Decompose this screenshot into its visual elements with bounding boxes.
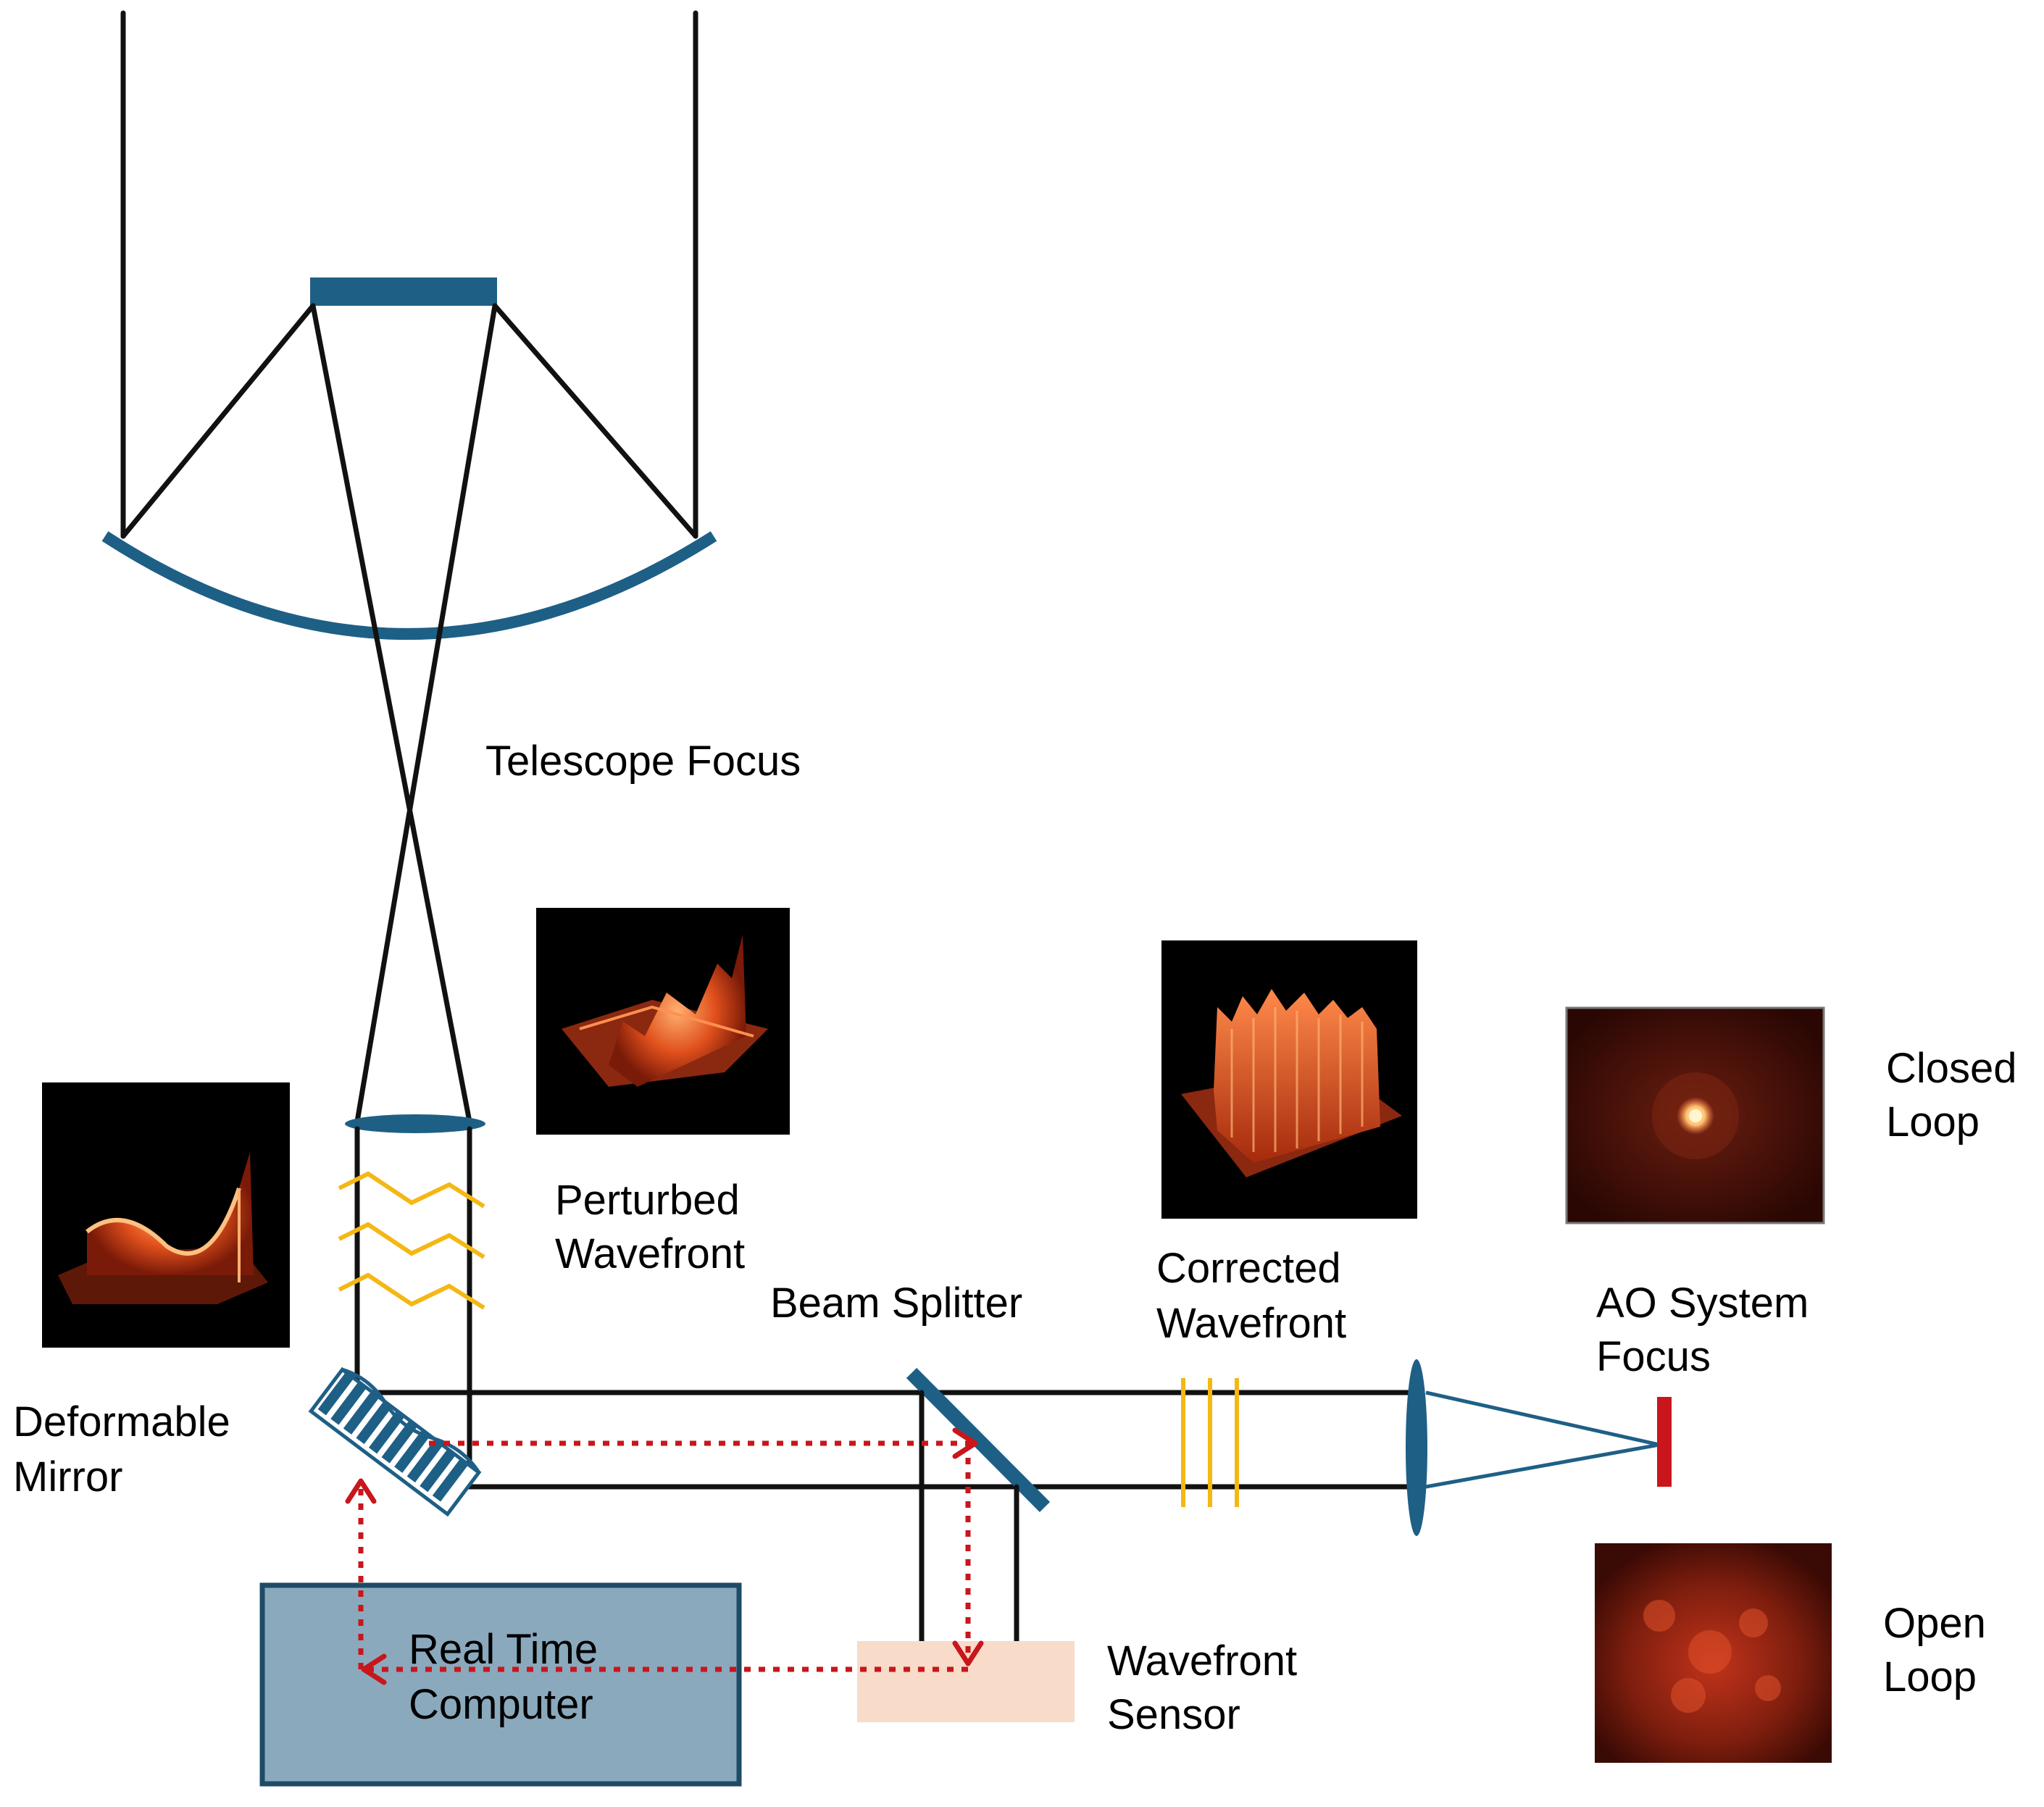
perturbed-wavefront-image xyxy=(536,908,790,1135)
dm-surface-image xyxy=(42,1082,290,1348)
closed-loop-label-line1: Closed xyxy=(1886,1045,2017,1092)
perturbed-wavefront-lines xyxy=(338,1171,485,1310)
perturbed-wavefront-label-line2: Wavefront xyxy=(555,1230,745,1277)
beam-splitter xyxy=(906,1367,1051,1513)
ao-focus-cone xyxy=(1425,1390,1660,1489)
science-beam xyxy=(354,1390,1419,1490)
perturbed-wavefront-label-line1: Perturbed xyxy=(555,1177,740,1224)
beam-splitter-label: Beam Splitter xyxy=(770,1280,1022,1327)
closed-loop-psf-image xyxy=(1565,1006,1825,1224)
corrected-wavefront-label-line1: Corrected xyxy=(1156,1245,1341,1292)
open-loop-label-line2: Loop xyxy=(1883,1653,1977,1700)
real-time-computer-box xyxy=(259,1582,742,1787)
deformable-mirror xyxy=(308,1366,482,1517)
wavefront-sensor-label-line1: Wavefront xyxy=(1107,1637,1297,1685)
wavefront-sensor-box xyxy=(857,1641,1075,1722)
real-time-computer-label-line2: Computer xyxy=(409,1681,593,1728)
collimated-beam xyxy=(354,1126,472,1490)
corrected-wavefront-lines xyxy=(1181,1378,1239,1507)
telescope-tube xyxy=(120,10,698,539)
ao-focus-label-line2: Focus xyxy=(1596,1333,1711,1380)
real-time-computer-label-line1: Real Time xyxy=(409,1626,598,1673)
converging-rays xyxy=(310,303,498,1124)
corrected-wavefront-image xyxy=(1161,940,1417,1219)
deformable-mirror-label-line1: Deformable xyxy=(13,1398,230,1445)
collimating-lens xyxy=(345,1114,485,1133)
wavefront-sensor-label-line2: Sensor xyxy=(1107,1691,1240,1738)
incoming-rays xyxy=(120,303,698,539)
secondary-mirror xyxy=(310,277,497,306)
ao-focus-marker xyxy=(1657,1397,1672,1487)
ao-focus-label-line1: AO System xyxy=(1596,1280,1809,1327)
open-loop-psf-image xyxy=(1595,1543,1832,1763)
closed-loop-label-line2: Loop xyxy=(1886,1098,1980,1145)
open-loop-label-line1: Open xyxy=(1883,1600,1986,1647)
control-loop xyxy=(345,1427,984,1685)
deformable-mirror-label-line2: Mirror xyxy=(13,1453,122,1501)
telescope-focus-label: Telescope Focus xyxy=(485,738,801,785)
focusing-lens xyxy=(1406,1359,1427,1536)
corrected-wavefront-label-line2: Wavefront xyxy=(1156,1300,1346,1347)
primary-mirror xyxy=(101,531,717,640)
sensor-beam xyxy=(919,1390,1019,1644)
